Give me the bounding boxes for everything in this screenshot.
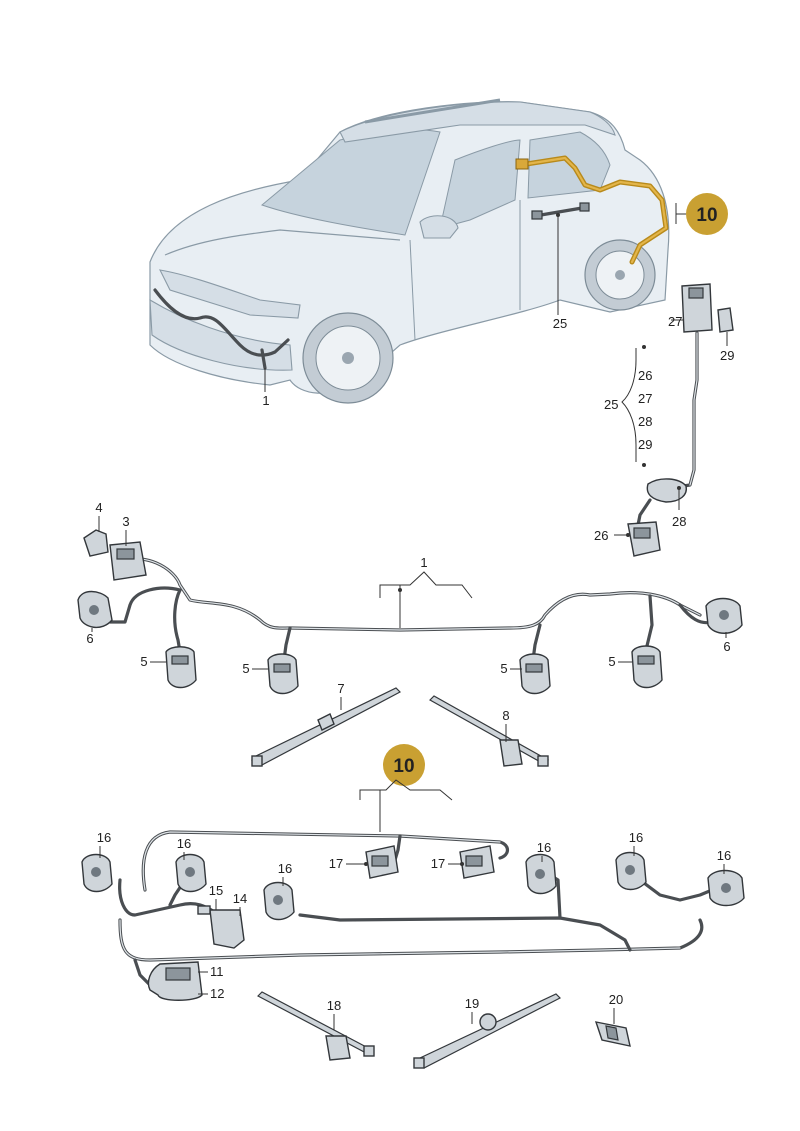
callout-badge-10-bottom: 10 bbox=[383, 744, 425, 786]
label-25: 25 bbox=[553, 316, 567, 331]
label-15: 15 bbox=[209, 883, 223, 898]
clip-20 bbox=[594, 1021, 631, 1047]
badge-number: 10 bbox=[393, 756, 414, 777]
label-16-e: 16 bbox=[629, 830, 643, 845]
label-16-f: 16 bbox=[717, 848, 731, 863]
label-16-d: 16 bbox=[537, 840, 551, 855]
label-12: 12 bbox=[210, 986, 224, 1001]
label-20: 20 bbox=[609, 992, 623, 1007]
callout-badge-10-top: 10 bbox=[675, 193, 728, 235]
rear-bumper-harness bbox=[81, 830, 745, 1001]
label-5-a: 5 bbox=[140, 654, 147, 669]
label-5-d: 5 bbox=[608, 654, 615, 669]
label-16-a: 16 bbox=[97, 830, 111, 845]
label-16-b: 16 bbox=[177, 836, 191, 851]
label-28-list: 28 bbox=[638, 414, 652, 429]
cable-tie-8 bbox=[429, 695, 549, 767]
label-3: 3 bbox=[122, 514, 129, 529]
label-18: 18 bbox=[327, 998, 341, 1013]
label-28: 28 bbox=[672, 514, 686, 529]
label-27: 27 bbox=[668, 314, 682, 329]
label-5-c: 5 bbox=[500, 661, 507, 676]
badge-number: 10 bbox=[696, 205, 717, 226]
side-harness-assembly bbox=[627, 283, 734, 557]
label-6-left: 6 bbox=[86, 631, 93, 646]
label-25-bracket: 25 bbox=[604, 397, 618, 412]
label-7: 7 bbox=[337, 681, 344, 696]
label-27-list: 27 bbox=[638, 391, 652, 406]
label-1-front: 1 bbox=[262, 393, 269, 408]
label-5-b: 5 bbox=[242, 661, 249, 676]
label-6-right: 6 bbox=[723, 639, 730, 654]
label-16-c: 16 bbox=[278, 861, 292, 876]
vehicle-illustration bbox=[149, 98, 670, 404]
label-26-list: 26 bbox=[638, 368, 652, 383]
cable-tie-7 bbox=[251, 687, 401, 767]
label-4: 4 bbox=[95, 500, 102, 515]
label-14: 14 bbox=[233, 891, 247, 906]
label-19: 19 bbox=[465, 996, 479, 1011]
label-11: 11 bbox=[210, 964, 224, 979]
cable-tie-19 bbox=[413, 993, 562, 1069]
label-29-list: 29 bbox=[638, 437, 652, 452]
label-17-a: 17 bbox=[329, 856, 343, 871]
front-bumper-harness bbox=[77, 529, 743, 695]
label-29: 29 bbox=[720, 348, 734, 363]
cable-tie-18 bbox=[257, 991, 375, 1061]
label-8: 8 bbox=[502, 708, 509, 723]
label-26: 26 bbox=[594, 528, 608, 543]
label-17-b: 17 bbox=[431, 856, 445, 871]
label-1-harness: 1 bbox=[420, 555, 427, 570]
